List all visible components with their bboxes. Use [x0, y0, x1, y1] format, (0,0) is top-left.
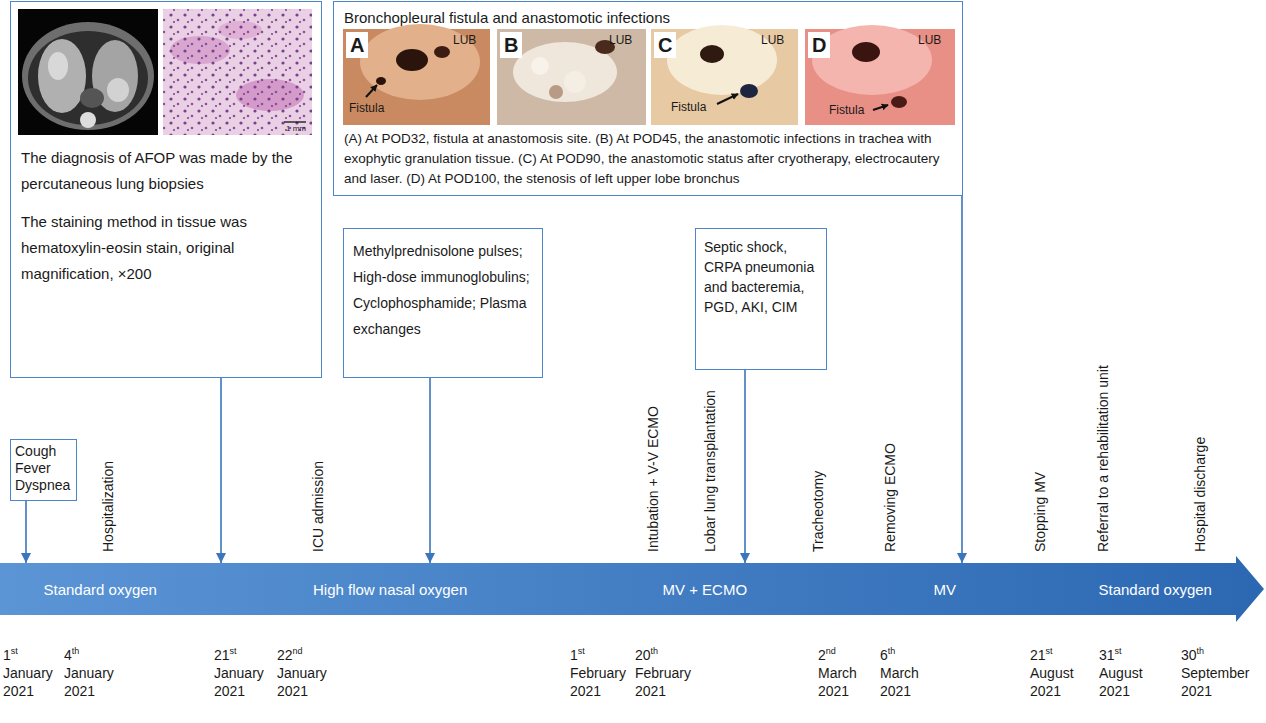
fistula-pointer — [366, 85, 377, 97]
ct-body — [22, 22, 154, 130]
endoscopy-photo: C LUB Fistula — [651, 29, 798, 125]
histology-background — [163, 9, 312, 135]
ct-scan-image — [18, 9, 158, 135]
airway-lumen — [434, 46, 450, 58]
panel-letter: D — [808, 32, 830, 58]
treatment-text: Methylprednisolone pulses; High-dose imm… — [353, 238, 533, 342]
panel-letter: A — [346, 32, 368, 58]
event-label: Referral to a rehabilitation unit — [1095, 365, 1112, 552]
event-label: Lobar lung transplantation — [702, 390, 719, 552]
fistula-opening — [740, 84, 758, 98]
event-label: Tracheotomy — [810, 471, 827, 552]
anatomy-label: LUB — [609, 33, 632, 49]
phase-label: Standard oxygen — [1099, 580, 1212, 600]
fistula-pointer — [873, 105, 888, 110]
date-label: 21st August 2021 — [1030, 646, 1074, 700]
date-label: 6th March 2021 — [880, 646, 919, 700]
biopsy-panel: The diagnosis of AFOP was made by the pe… — [10, 1, 322, 378]
treatment-box: Methylprednisolone pulses; High-dose imm… — [343, 228, 543, 378]
symptom-text: Cough Fever Dyspnea — [15, 443, 70, 494]
fistula-opening — [376, 77, 386, 85]
endoscopy-photo: B LUB — [497, 29, 646, 125]
complication-box: Septic shock, CRPA pneumonia and bactere… — [695, 228, 827, 370]
timeline-connector — [744, 370, 746, 563]
airway-lumen — [852, 42, 880, 62]
granulation-nodule — [564, 71, 586, 93]
scale-label: 1 mm — [286, 124, 306, 134]
phase-label: MV — [934, 580, 957, 600]
histology-cells — [163, 9, 312, 135]
phase-label: MV + ECMO — [663, 580, 748, 600]
fistula-label: Fistula — [671, 100, 706, 116]
event-label: ICU admission — [310, 461, 327, 552]
timeline-connector — [25, 501, 27, 563]
ct-heart — [80, 88, 104, 108]
timeline-connector — [429, 378, 431, 563]
granulation-nodule — [549, 85, 563, 99]
panel-letter: C — [654, 32, 676, 58]
fistula-pointer — [717, 94, 738, 104]
symptom-box: Cough Fever Dyspnea — [10, 439, 77, 501]
date-label: 20th February 2021 — [635, 646, 691, 700]
event-label: Hospitalization — [100, 461, 117, 552]
date-label: 22nd January 2021 — [277, 646, 327, 700]
endoscopy-photo: A LUB Fistula — [343, 29, 490, 125]
timeline-arrow: Standard oxygen High flow nasal oxygen MV … — [0, 555, 1266, 623]
date-label: 31st August 2021 — [1099, 646, 1143, 700]
date-label: 4th January 2021 — [64, 646, 114, 700]
phase-label: High flow nasal oxygen — [313, 580, 467, 600]
endoscopy-image-d — [805, 25, 955, 125]
finding-text: The diagnosis of AFOP was made by the pe… — [21, 145, 313, 197]
event-label: Hospital discharge — [1192, 437, 1209, 552]
endoscopy-photo: D LUB Fistula — [805, 29, 955, 125]
bronchoscopy-panel: Bronchopleural fistula and anastomotic i… — [333, 1, 963, 196]
ct-right-lung — [38, 39, 86, 113]
date-label: 21st January 2021 — [214, 646, 264, 700]
finding-text: The staining method in tissue was hemato… — [21, 209, 313, 287]
date-label: 1st January 2021 — [3, 646, 53, 700]
timeline-arrow-body — [0, 556, 1264, 622]
histology-image — [163, 9, 312, 135]
scale-bar — [284, 121, 306, 122]
event-label: Removing ECMO — [882, 443, 899, 552]
airway-lumen — [396, 49, 428, 71]
timeline-connector — [220, 378, 222, 563]
panel-title: Bronchopleural fistula and anastomotic i… — [344, 8, 954, 28]
endoscopy-image-b — [497, 29, 646, 125]
timeline-arrow-shape — [0, 555, 1266, 623]
phase-label: Standard oxygen — [44, 580, 157, 600]
complication-text: Septic shock, CRPA pneumonia and bactere… — [704, 237, 818, 317]
date-label: 30th September 2021 — [1181, 646, 1249, 700]
ct-chest — [28, 31, 148, 125]
panel-letter: B — [500, 32, 522, 58]
figure-caption: (A) At POD32, fistula at anastomosis sit… — [344, 129, 956, 189]
fistula-opening — [891, 96, 907, 108]
photo-background — [497, 29, 646, 125]
fistula-label: Fistula — [829, 103, 864, 119]
fistula-label: Fistula — [349, 101, 384, 117]
date-label: 1st February 2021 — [570, 646, 626, 700]
endoscopy-image-a — [343, 24, 490, 125]
ct-background — [18, 9, 158, 135]
endoscopy-image-c — [651, 25, 798, 125]
anatomy-label: LUB — [761, 33, 784, 49]
granulation-nodule — [531, 57, 549, 75]
date-label: 2nd March 2021 — [818, 646, 857, 700]
airway-lumen — [700, 45, 724, 63]
airway-wall — [667, 25, 777, 95]
event-label: Stopping MV — [1032, 472, 1049, 552]
ct-spine — [80, 112, 96, 128]
timeline-connector — [961, 196, 963, 563]
event-label: Intubation + V-V ECMO — [645, 406, 662, 552]
ct-opacity — [107, 78, 129, 102]
airway-wall — [360, 24, 480, 100]
anatomy-label: LUB — [453, 33, 476, 49]
anatomy-label: LUB — [918, 33, 941, 49]
ct-opacity — [48, 52, 68, 80]
